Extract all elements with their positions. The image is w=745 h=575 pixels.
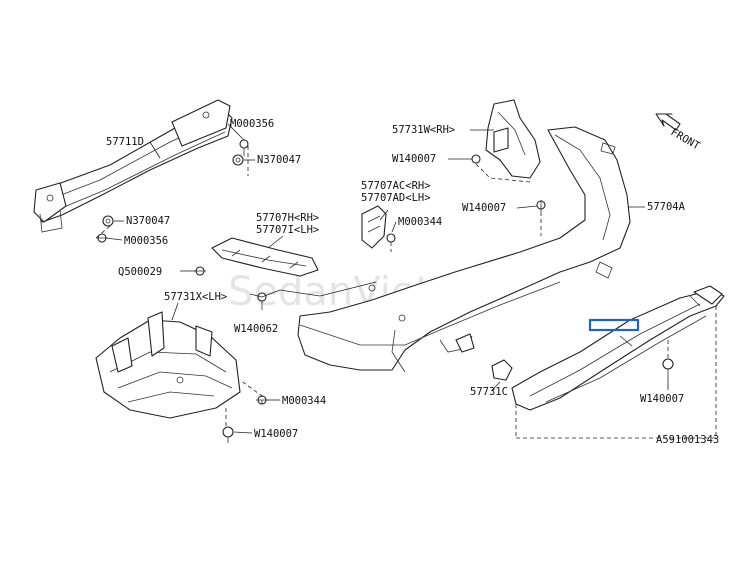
side-bracket-lh xyxy=(211,237,319,277)
callout-N370047-low: N370047 xyxy=(126,215,170,227)
plug-57731C xyxy=(491,359,513,381)
callout-W140007-rh: W140007 xyxy=(392,153,436,165)
nut-N370047-low xyxy=(102,215,114,227)
nut-N370047-top xyxy=(232,154,244,166)
callout-Q500029: Q500029 xyxy=(118,266,162,278)
leader-lines xyxy=(105,123,669,434)
callout-57707H: 57707H<RH> xyxy=(256,212,319,224)
callout-N370047-top: N370047 xyxy=(257,154,301,166)
bumper-beam xyxy=(33,99,233,233)
callout-57731C: 57731C xyxy=(470,386,508,398)
callout-57707AC: 57707AC<RH> xyxy=(361,180,431,192)
callout-W140007-diffuser: W140007 xyxy=(640,393,684,405)
rear-bumper-cover xyxy=(297,126,631,373)
callout-57704A: 57704A xyxy=(647,201,686,213)
callout-57707AD: 57707AD<LH> xyxy=(361,192,431,204)
callout-W140007-low: W140007 xyxy=(254,428,298,440)
front-label: FRONT xyxy=(669,126,703,153)
callout-57707I: 57707I<LH> xyxy=(256,224,319,236)
bolt-M000356-top xyxy=(239,139,249,156)
clip-W140007-diffuser xyxy=(662,358,674,376)
under-cover-lh xyxy=(95,311,241,419)
callout-M000356-low: M000356 xyxy=(124,235,168,247)
bolt-M000344-top xyxy=(386,233,396,243)
lower-diffuser xyxy=(511,285,725,411)
clip-W140007-rh xyxy=(471,154,481,164)
callout-M000344-low: M000344 xyxy=(282,395,326,407)
callout-57731W: 57731W<RH> xyxy=(392,124,455,136)
front-arrow-icon: FRONT xyxy=(655,113,703,153)
callout-M000344-top: M000344 xyxy=(398,216,442,228)
side-bracket-rh xyxy=(485,99,541,179)
diagram-code: A591001343 xyxy=(656,434,719,446)
clip xyxy=(455,333,475,353)
callout-W140062: W140062 xyxy=(234,323,278,335)
callout-W140007-center: W140007 xyxy=(462,202,506,214)
callout-57711D: 57711D xyxy=(106,136,144,148)
callout-labels: 57711D M000356 N370047 N370047 M000356 5… xyxy=(106,118,719,446)
small-bracket xyxy=(361,205,387,249)
callout-57731X: 57731X<LH> xyxy=(164,291,227,303)
callout-M000356-top: M000356 xyxy=(230,118,274,130)
clip-W140007-low xyxy=(222,426,234,443)
dashed-guides xyxy=(95,146,717,439)
highlight-box xyxy=(588,318,640,332)
clip-W140007-center xyxy=(536,200,546,212)
